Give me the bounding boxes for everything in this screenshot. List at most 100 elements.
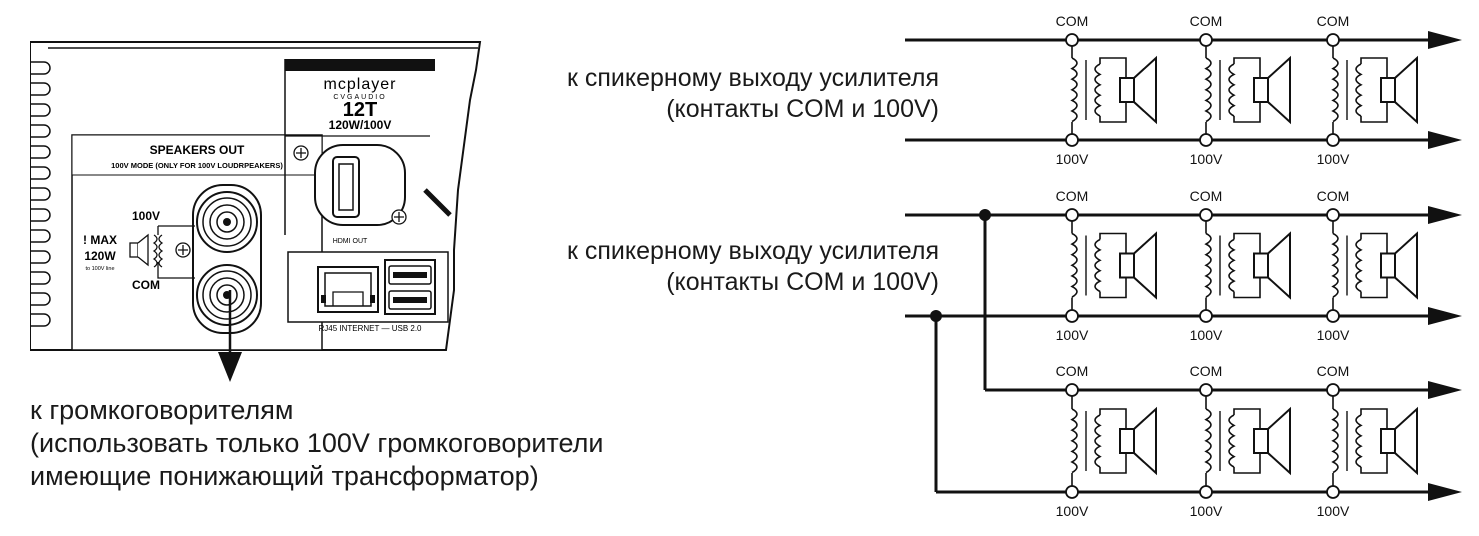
com-terminal <box>1326 208 1340 222</box>
speaker-magnet-icon <box>1380 428 1396 454</box>
model-number: 12T <box>343 99 377 121</box>
secondary-lead <box>1360 453 1388 474</box>
speaker-magnet-icon <box>1380 77 1396 103</box>
transformer-secondary <box>1228 63 1236 117</box>
vent-slot <box>30 187 51 201</box>
v100-terminal <box>1199 485 1213 499</box>
speaker-magnet-icon <box>1253 428 1269 454</box>
transformer-primary <box>1331 232 1339 298</box>
arrow-head <box>1428 206 1462 224</box>
secondary-lead <box>1360 232 1388 254</box>
hdmi-label: HDMI OUT <box>333 238 368 245</box>
com-label: COM <box>1056 363 1089 379</box>
v100-label: 100V <box>1056 151 1089 167</box>
caption-mid-line2: (контакты COM и 100V) <box>666 268 939 296</box>
warning-watts: 120W <box>84 249 116 263</box>
terminal-com <box>196 264 258 326</box>
speaker-cone-icon <box>1133 55 1157 125</box>
transformer-primary <box>1331 408 1339 474</box>
secondary-lead <box>1233 408 1261 429</box>
v100-terminal <box>1326 133 1340 147</box>
arrow-head <box>1428 131 1462 149</box>
secondary-lead <box>1099 57 1127 78</box>
secondary-lead <box>1099 408 1127 429</box>
caption-speakers-line3: имеющие понижающий трансформатор) <box>30 461 539 491</box>
ports-block: RJ45 INTERNET — USB 2.0 <box>287 251 449 333</box>
com-label: COM <box>1190 13 1223 29</box>
caption-speakers-line1: к громкоговорителям <box>30 395 294 425</box>
vent-slot <box>30 271 51 285</box>
arrow-head <box>1428 381 1462 399</box>
v100-label: 100V <box>1317 503 1350 519</box>
vent-slot <box>30 250 51 264</box>
caption-top-line1: к спикерному выходу усилителя <box>567 64 939 92</box>
speaker-cone-icon <box>1394 55 1418 125</box>
transformer-secondary <box>1355 238 1363 293</box>
arrow-head <box>1428 307 1462 325</box>
speaker-magnet-icon <box>1119 77 1135 103</box>
junction-dot <box>979 209 991 221</box>
speakers-out-block: SPEAKERS OUT 100V MODE (ONLY FOR 100V LO… <box>71 134 323 351</box>
speaker-magnet-icon <box>1253 252 1269 279</box>
vent-slot <box>30 208 51 222</box>
speaker-cone-icon <box>1133 231 1157 300</box>
vent-slot <box>30 229 51 243</box>
speaker-magnet-icon <box>1253 77 1269 103</box>
speakers-out-title: SPEAKERS OUT <box>150 143 245 157</box>
secondary-lead <box>1360 102 1388 123</box>
label-com-panel: COM <box>132 278 160 292</box>
transformer-secondary <box>1094 414 1102 468</box>
transformer-secondary <box>1094 238 1102 293</box>
speaker-magnet-icon <box>1119 428 1135 454</box>
vent-slot <box>30 124 51 138</box>
vent-slot <box>30 166 51 180</box>
com-terminal <box>1065 33 1079 47</box>
com-terminal <box>1065 208 1079 222</box>
speaker-magnet-icon <box>1380 252 1396 279</box>
rj45-port <box>317 266 379 313</box>
com-label: COM <box>1190 188 1223 204</box>
v100-terminal <box>1199 309 1213 323</box>
secondary-lead <box>1233 277 1261 299</box>
caption-mid-line1: к спикерному выходу усилителя <box>567 237 939 265</box>
com-terminal <box>1199 208 1213 222</box>
transformer-primary <box>1204 232 1212 298</box>
v100-terminal <box>1065 485 1079 499</box>
ports-label: RJ45 INTERNET — USB 2.0 <box>319 324 423 333</box>
secondary-lead <box>1099 277 1127 299</box>
speaker-cone-icon <box>1133 406 1157 476</box>
ventilation-slots <box>30 61 51 327</box>
v100-label: 100V <box>1190 503 1223 519</box>
transformer-secondary <box>1228 238 1236 293</box>
com-label: COM <box>1056 13 1089 29</box>
transformer-primary <box>1070 57 1078 123</box>
speaker-cone-icon <box>1394 231 1418 300</box>
secondary-lead <box>1099 102 1127 123</box>
transformer-secondary <box>1094 63 1102 117</box>
terminal-100v <box>196 191 258 253</box>
arrow-head <box>1428 483 1462 501</box>
speaker-cone-icon <box>1267 406 1291 476</box>
vent-slot <box>30 292 51 306</box>
v100-terminal <box>1326 485 1340 499</box>
amplifier-rear-panel: SPEAKERS OUT 100V MODE (ONLY FOR 100V LO… <box>30 41 482 351</box>
warning-max: ! MAX <box>83 233 117 247</box>
com-terminal <box>1199 33 1213 47</box>
transformer-primary <box>1204 408 1212 474</box>
transformer-primary <box>1070 408 1078 474</box>
transformer-secondary <box>1228 414 1236 468</box>
secondary-lead <box>1233 232 1261 254</box>
vent-slot <box>30 103 51 117</box>
v100-label: 100V <box>1190 327 1223 343</box>
secondary-lead <box>1233 57 1261 78</box>
speakers-out-subtitle: 100V MODE (ONLY FOR 100V LOUDRPEAKERS) <box>111 161 283 170</box>
caption-speakers-line2: (использовать только 100V громкоговорите… <box>30 428 604 458</box>
v100-label: 100V <box>1056 327 1089 343</box>
transformer-primary <box>1070 232 1078 298</box>
output-arrow <box>218 290 242 382</box>
com-label: COM <box>1317 363 1350 379</box>
v100-label: 100V <box>1190 151 1223 167</box>
com-label: COM <box>1317 188 1350 204</box>
com-terminal <box>1326 33 1340 47</box>
v100-label: 100V <box>1056 503 1089 519</box>
